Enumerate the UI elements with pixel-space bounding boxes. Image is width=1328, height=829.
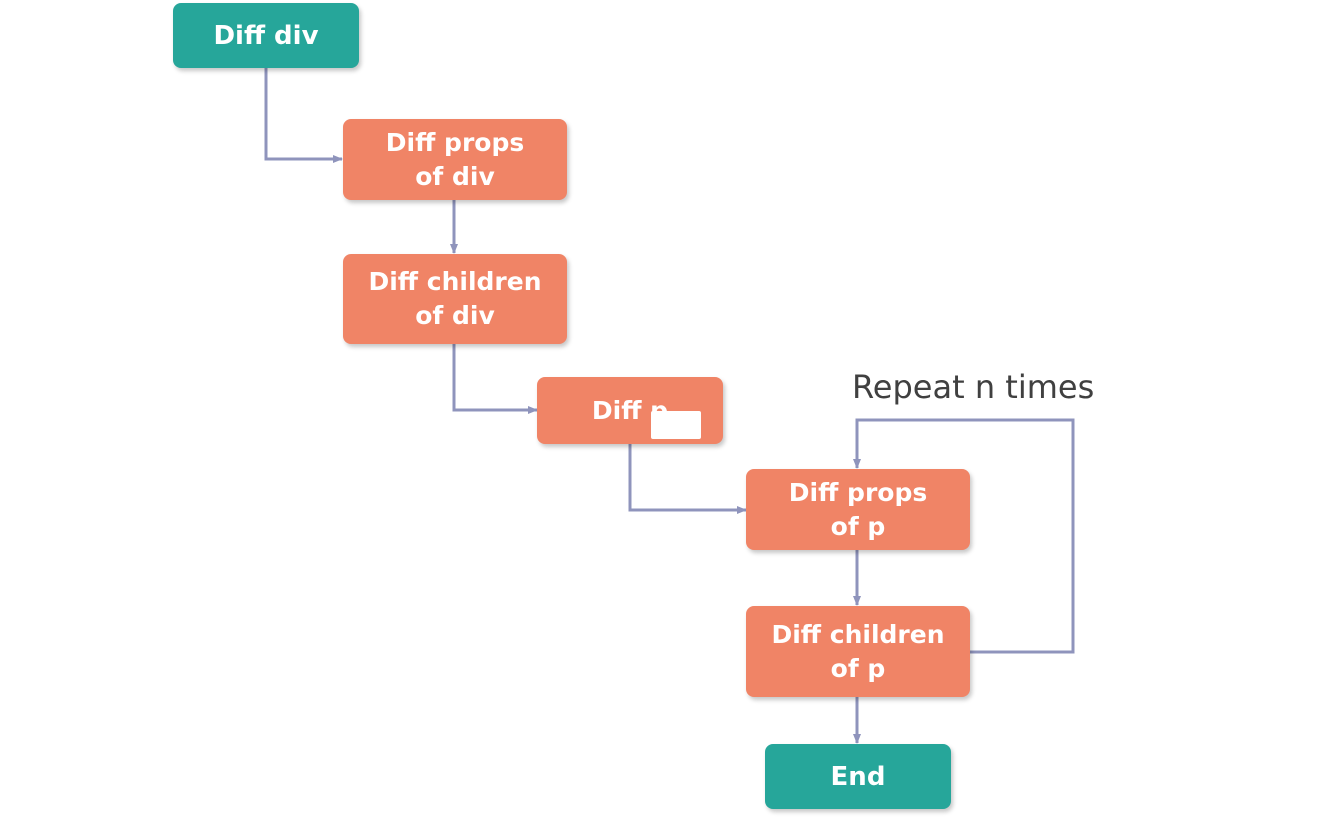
arrow-diff-p-to-props-p [628, 444, 747, 514]
label-redaction-patch [651, 411, 701, 439]
arrow-children-div-to-diff-p [452, 344, 538, 414]
loop-back-arrow [853, 418, 1075, 654]
loop-label: Repeat n times [852, 368, 1095, 406]
diff-children-p-line-1: Diff children [771, 619, 945, 649]
end-node: End [765, 744, 951, 809]
diff-props-div-line-1: Diff props [385, 127, 525, 157]
diff-div-node: Diff div [173, 3, 359, 68]
end-label: End [830, 761, 886, 792]
diff-children-div-node: Diff children of div [343, 254, 567, 344]
diff-props-p-node: Diff props of p [746, 469, 970, 550]
diff-div-label: Diff div [213, 20, 319, 51]
diff-children-p-node: Diff children of p [746, 606, 970, 697]
diff-children-div-line-1: Diff children [368, 267, 542, 296]
diff-props-div-node: Diff props of div [343, 119, 567, 200]
diff-props-p-line-1: Diff props [788, 477, 928, 507]
diff-children-div-line-2: of div [415, 301, 495, 330]
diff-children-p-line-2: of p [830, 653, 886, 683]
diff-props-div-line-2: of div [415, 161, 495, 191]
diff-props-p-line-2: of p [830, 511, 886, 541]
arrow-div-to-props-div [264, 68, 343, 163]
